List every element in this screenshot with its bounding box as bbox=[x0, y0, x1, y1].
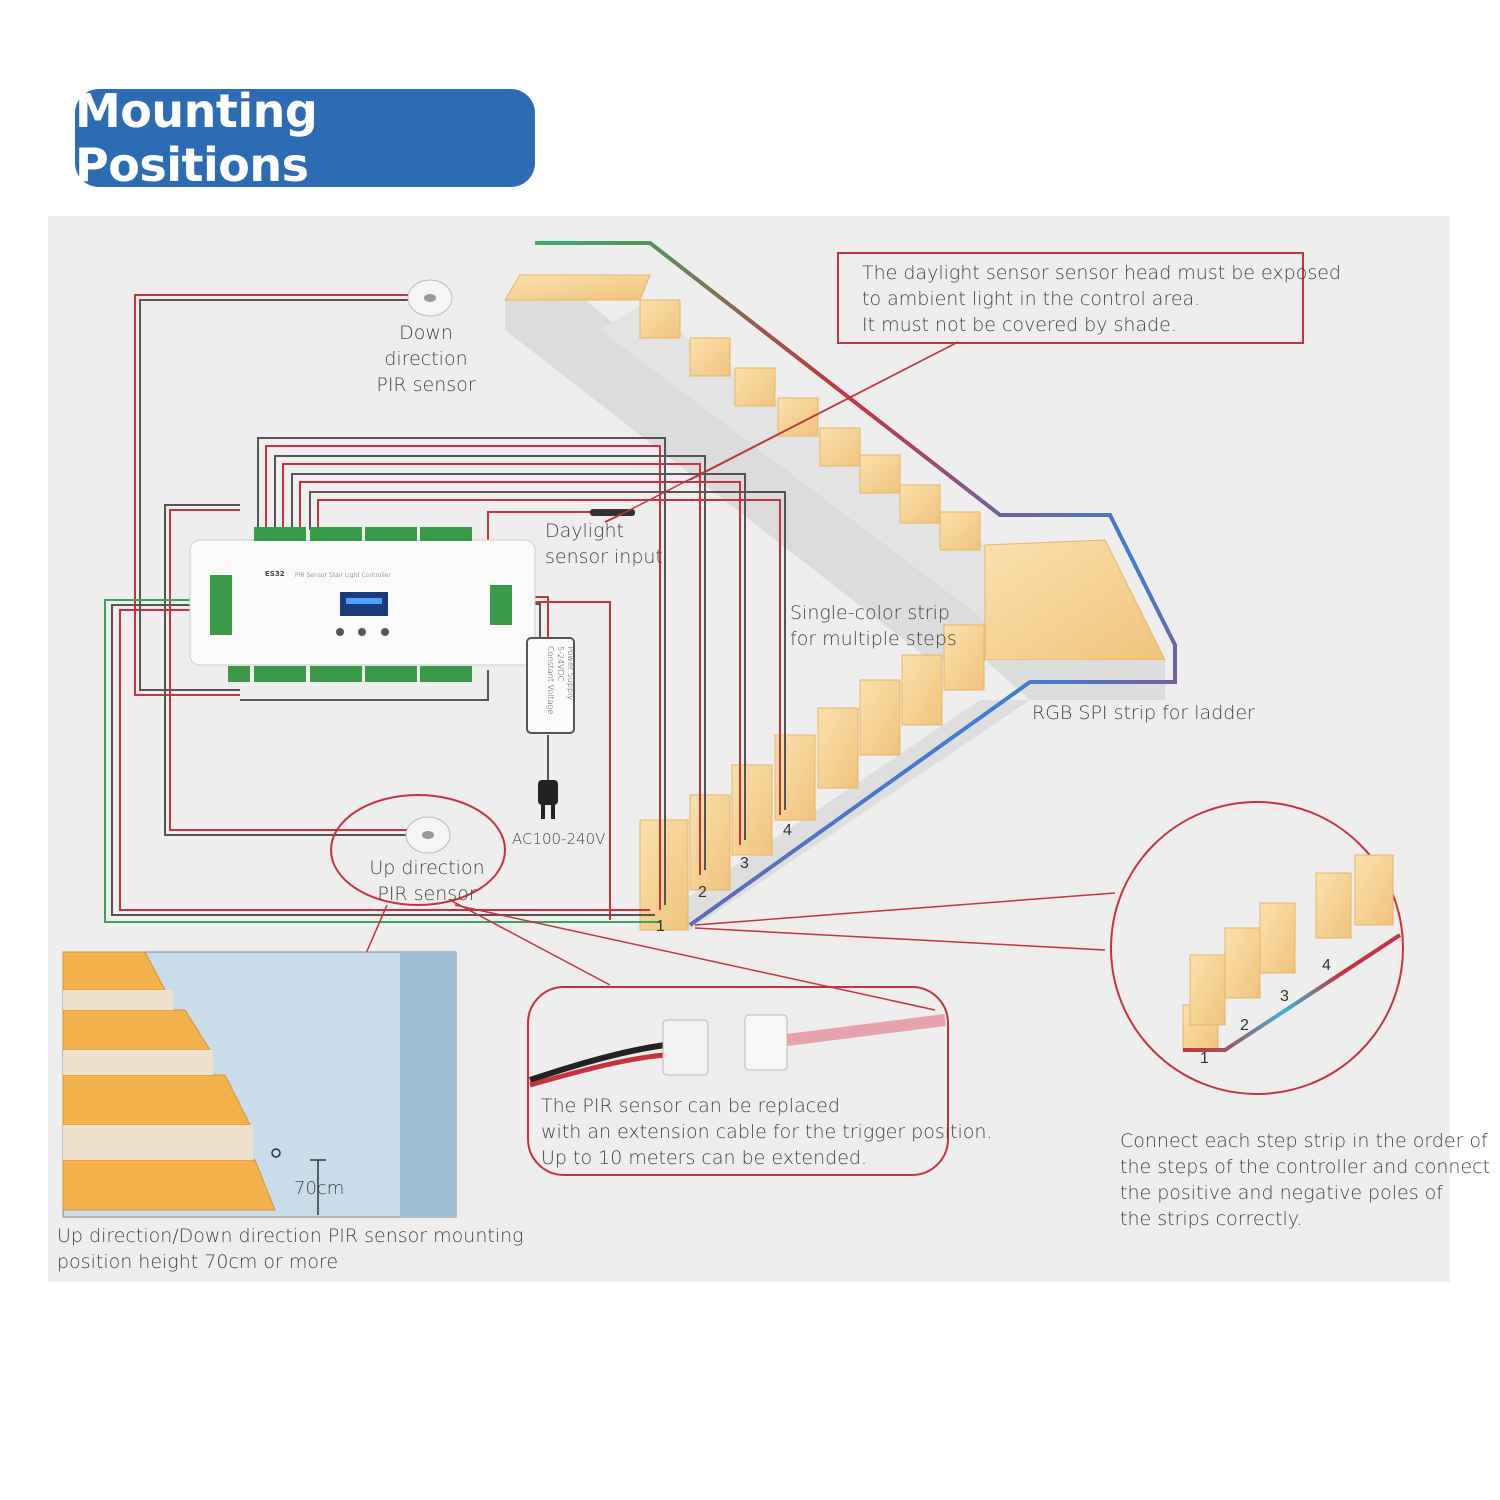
daylight-note-line1: The daylight sensor sensor head must be … bbox=[862, 262, 1341, 284]
step-number-1: 1 bbox=[656, 918, 665, 935]
wires bbox=[104, 294, 786, 923]
rgb-strip-label: RGB SPI strip for ladder bbox=[1032, 702, 1255, 724]
callout-lines bbox=[282, 341, 1116, 1146]
zoom-step-number-1: 1 bbox=[1200, 1050, 1209, 1067]
daylight-note-line3: It must not be covered by shade. bbox=[862, 314, 1177, 336]
height-label: 70cm bbox=[294, 1178, 345, 1199]
extension-note: The PIR sensor can be replaced with an e… bbox=[541, 1093, 992, 1171]
single-color-label: Single-color strip for multiple steps bbox=[790, 600, 957, 652]
daylight-label: Daylight sensor input bbox=[545, 518, 663, 570]
power-supply-line1: Power Supply bbox=[566, 646, 575, 700]
up-sensor-label-line1: Up direction bbox=[369, 857, 485, 879]
single-color-label-line1: Single-color strip bbox=[790, 602, 950, 624]
single-color-label-line2: for multiple steps bbox=[790, 628, 957, 650]
power-supply-line2: 5-24VDC bbox=[556, 646, 565, 682]
order-note-line4: the strips correctly. bbox=[1120, 1208, 1303, 1230]
extension-note-line3: Up to 10 meters can be extended. bbox=[541, 1147, 868, 1169]
ac-label: AC100-240V bbox=[512, 830, 606, 848]
down-pir-sensor-icon bbox=[407, 279, 453, 317]
daylight-note-box bbox=[837, 252, 1304, 344]
order-note-line2: the steps of the controller and connect bbox=[1120, 1156, 1491, 1178]
lower-stair-flight bbox=[639, 624, 1030, 931]
up-sensor-highlight bbox=[330, 794, 506, 906]
zoom-step-number-2: 2 bbox=[1240, 1017, 1249, 1034]
step-number-4: 4 bbox=[783, 822, 792, 839]
zoom-stair-detail bbox=[1110, 801, 1404, 1095]
daylight-note-line2: to ambient light in the control area. bbox=[862, 288, 1201, 310]
step-number-3: 3 bbox=[740, 855, 749, 872]
up-pir-sensor-icon bbox=[405, 816, 451, 854]
up-sensor-label-line2: PIR sensor bbox=[377, 883, 477, 905]
daylight-note: The daylight sensor sensor head must be … bbox=[862, 260, 1341, 338]
power-supply-label: Power Supply 5-24VDC Constant Voltage bbox=[535, 646, 575, 726]
order-note-line3: the positive and negative poles of bbox=[1120, 1182, 1443, 1204]
extension-note-box bbox=[527, 986, 949, 1176]
order-note: Connect each step strip in the order of … bbox=[1120, 1128, 1490, 1232]
mounting-illustration bbox=[62, 951, 457, 1218]
rgb-spi-strip bbox=[535, 241, 1177, 927]
zoom-step-number-3: 3 bbox=[1280, 988, 1289, 1005]
up-sensor-label: Up direction PIR sensor bbox=[365, 855, 489, 907]
order-note-line1: Connect each step strip in the order of bbox=[1120, 1130, 1488, 1152]
daylight-label-line2: sensor input bbox=[545, 546, 663, 568]
mount-note-line1: Up direction/Down direction PIR sensor m… bbox=[57, 1225, 524, 1247]
extension-note-line2: with an extension cable for the trigger … bbox=[541, 1121, 993, 1143]
controller-model: ES32 bbox=[265, 570, 285, 578]
daylight-sensor-probe bbox=[590, 509, 635, 516]
zoom-step-number-4: 4 bbox=[1322, 957, 1331, 974]
mount-note-line2: position height 70cm or more bbox=[57, 1251, 339, 1273]
daylight-label-line1: Daylight bbox=[545, 520, 624, 542]
extension-cable-illustration bbox=[529, 1014, 946, 1088]
down-sensor-label: Down direction PIR sensor bbox=[356, 320, 496, 398]
down-sensor-label-line1: Down direction bbox=[384, 322, 468, 370]
controller-name: PIR Sensor Stair Light Controller bbox=[295, 572, 392, 579]
ac-plug-icon bbox=[538, 780, 558, 819]
power-supply-unit bbox=[526, 637, 575, 734]
step-number-2: 2 bbox=[698, 884, 707, 901]
controller-unit bbox=[189, 527, 536, 682]
extension-note-line1: The PIR sensor can be replaced bbox=[541, 1095, 840, 1117]
title-badge: Mounting Positions bbox=[75, 84, 535, 192]
power-supply-line3: Constant Voltage bbox=[546, 646, 555, 715]
down-sensor-label-line2: PIR sensor bbox=[376, 374, 476, 396]
page-title: Mounting Positions bbox=[75, 84, 318, 192]
mount-note: Up direction/Down direction PIR sensor m… bbox=[57, 1223, 524, 1275]
